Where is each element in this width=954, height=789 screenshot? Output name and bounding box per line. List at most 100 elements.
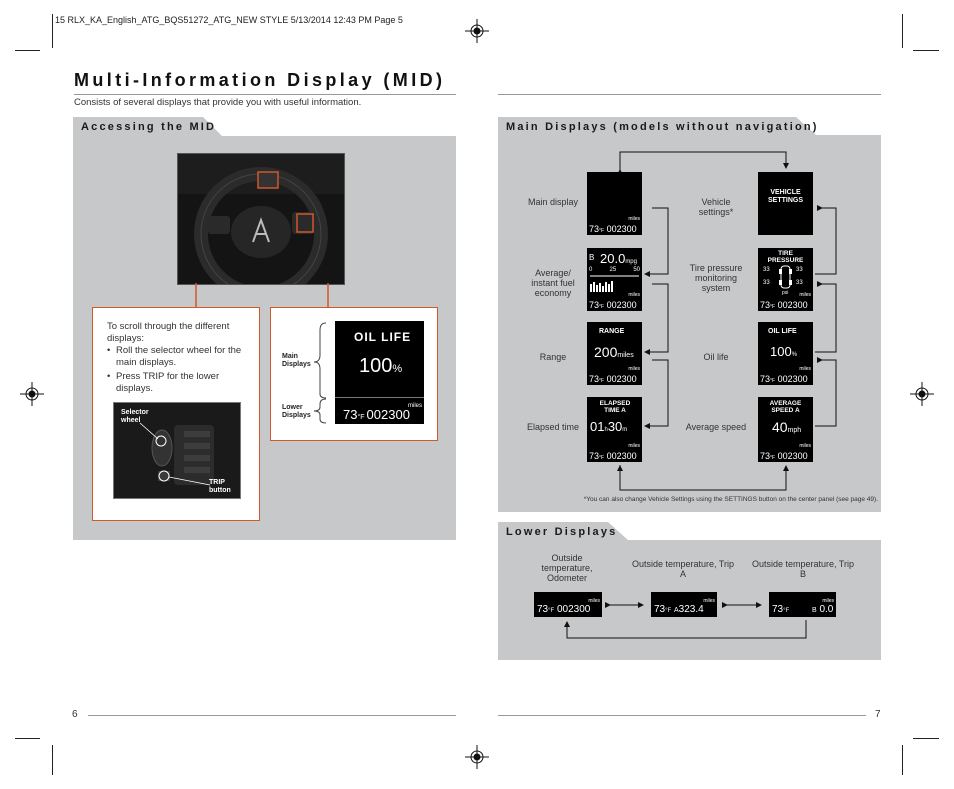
screen-divider	[335, 397, 424, 398]
crop-mark	[15, 50, 40, 51]
page-subtitle: Consists of several displays that provid…	[74, 97, 362, 108]
footer-rule-right	[498, 715, 866, 716]
label-range: Range	[539, 352, 567, 362]
header-rule-right	[498, 94, 881, 95]
label-vehicle-settings: Vehicle settings*	[698, 197, 734, 217]
crop-mark	[902, 14, 903, 48]
screen-vehicle-settings: VEHICLE SETTINGS	[758, 172, 813, 235]
oil-life-value: 100%	[359, 355, 403, 377]
steering-wheel-photo	[177, 153, 345, 285]
screen-tire-pressure: TIRE PRESSURE 33 33 33 33 psi 73°F 00230…	[758, 248, 813, 311]
car-outline-icon	[779, 265, 792, 289]
label-main-display: Main display	[527, 197, 579, 207]
label-elapsed-time: Elapsed time	[526, 422, 580, 432]
label-lower-trip-b: Outside temperature, Trip B	[751, 559, 855, 579]
oil-life-value: 100%	[770, 344, 798, 359]
label-lower-trip-a: Outside temperature, Trip A	[631, 559, 735, 579]
tire-pressure-rl: 33	[763, 280, 770, 286]
elapsed-title: ELAPSED TIME A	[599, 400, 631, 414]
crop-mark	[913, 738, 939, 739]
registration-mark-bottom	[465, 745, 489, 769]
lower-screen-trip-a: 73°F A323.4 miles	[651, 592, 717, 617]
main-displays-panel	[498, 135, 881, 512]
lower-screen-trip-b: 73°F B 0.0 miles	[769, 592, 836, 617]
page-number-right: 7	[875, 709, 881, 720]
tire-pressure-unit: psi	[782, 290, 789, 296]
footer-rule-left	[88, 715, 456, 716]
vehicle-settings-title: VEHICLE SETTINGS	[767, 189, 803, 204]
selector-wheel-label: Selector wheel	[121, 409, 149, 424]
range-title: RANGE	[599, 328, 625, 335]
vehicle-settings-footnote: *You can also change Vehicle Settings us…	[583, 496, 878, 503]
steering-wheel-icon	[178, 154, 344, 284]
selector-wheel-photo: Selector wheel TRIP button	[113, 402, 241, 499]
bullet-item: •Roll the selector wheel for the main di…	[107, 345, 242, 368]
lower-screen-odometer: 73°F 002300 miles	[534, 592, 602, 617]
page-title: Multi-Information Display (MID)	[74, 70, 446, 90]
crop-mark	[902, 745, 903, 775]
fuel-value: 20.0mpg	[600, 251, 637, 266]
oil-life-title: OIL LIFE	[354, 330, 412, 344]
tire-pressure-fl: 33	[763, 267, 770, 273]
registration-mark-left	[20, 382, 44, 406]
accessing-tab-bg	[73, 117, 203, 137]
main-displays-tab-label: Main Displays (models without navigation…	[506, 121, 819, 133]
elapsed-value: 01h30m	[590, 419, 628, 434]
crop-mark	[15, 738, 40, 739]
bullet-item: •Press TRIP for the lower displays.	[107, 371, 220, 394]
average-speed-value: 40mph	[772, 419, 802, 435]
registration-mark-top	[465, 19, 489, 43]
accessing-tab-label: Accessing the MID	[81, 121, 217, 133]
tire-pressure-fr: 33	[796, 267, 803, 273]
tire-pressure-title: TIRE PRESSURE	[767, 250, 804, 264]
scroll-intro: To scroll through the different displays…	[107, 321, 230, 344]
registration-mark-right	[910, 382, 934, 406]
main-displays-label: Main Displays	[282, 353, 311, 368]
oil-life-title: OIL LIFE	[768, 328, 797, 335]
tire-pressure-rr: 33	[796, 280, 803, 286]
lower-displays-tab-label: Lower Displays	[506, 526, 618, 538]
fuel-bar-graph	[590, 275, 639, 292]
crop-mark	[52, 745, 53, 775]
lower-displays-label: Lower Displays	[282, 404, 311, 419]
lower-displays-tab-bg	[498, 522, 608, 542]
crop-mark	[913, 50, 939, 51]
average-speed-title: AVERAGE SPEED A	[769, 400, 802, 414]
range-value: 200miles	[594, 344, 634, 360]
label-fuel-economy: Average/ instant fuel economy	[531, 268, 575, 298]
label-lower-odometer: Outside temperature, Odometer	[541, 553, 593, 583]
page-number-left: 6	[72, 709, 78, 720]
title-rule	[74, 94, 456, 95]
label-average-speed: Average speed	[685, 422, 747, 432]
screen-units: miles	[407, 403, 422, 409]
crop-mark	[52, 14, 53, 48]
bullet-list: •Roll the selector wheel for the main di…	[107, 345, 252, 395]
main-displays-tab-bg	[498, 117, 796, 137]
trip-button-label: TRIP button	[209, 479, 231, 494]
label-oil-life: Oil life	[703, 352, 729, 362]
